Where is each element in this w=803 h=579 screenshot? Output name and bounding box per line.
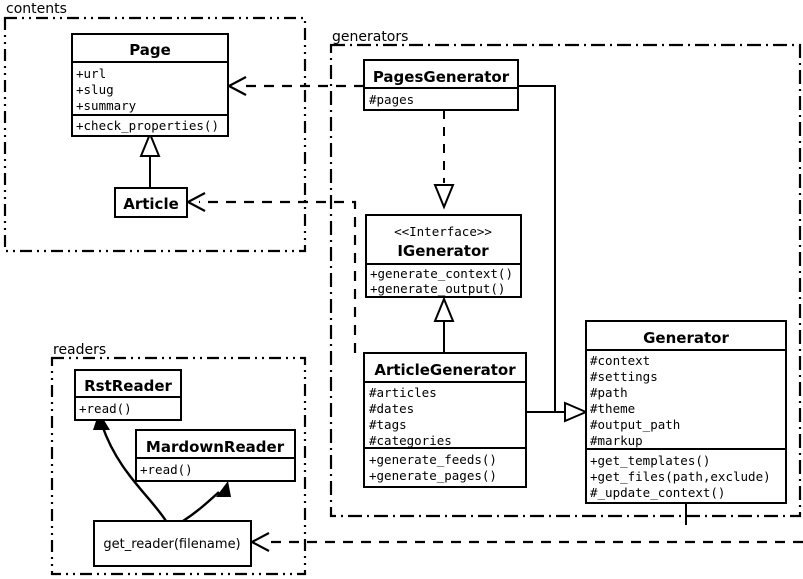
class-igenerator-name: IGenerator [397, 242, 489, 260]
class-pagesgenerator[interactable]: PagesGenerator #pages [363, 59, 519, 111]
class-article[interactable]: Article [114, 187, 188, 218]
function-get-reader-label: get_reader(filename) [103, 537, 240, 552]
class-page-attribute-summary: +summary [76, 98, 137, 113]
class-page[interactable]: Page +url +slug +summary +check_properti… [71, 33, 229, 137]
class-pagesgenerator-attribute-pages: #pages [369, 92, 414, 107]
class-igenerator-stereotype: <<Interface>> [394, 224, 492, 239]
package-generators-label: generators [332, 29, 408, 45]
package-readers: readers [50, 342, 307, 576]
class-generator-attribute-output-path: #output_path [590, 417, 680, 432]
class-articlegenerator-attribute-tags: #tags [369, 417, 407, 432]
class-generator-attribute-theme: #theme [590, 401, 635, 416]
class-articlegenerator-method-generate-pages: +generate_pages() [369, 468, 497, 483]
package-generators-border [329, 43, 802, 518]
class-page-attribute-slug: +slug [76, 82, 114, 97]
class-page-method-check-properties: +check_properties() [76, 118, 219, 133]
class-articlegenerator[interactable]: ArticleGenerator #articles #dates #tags … [363, 352, 527, 488]
class-generator-method-get-files: +get_files(path,exclude) [590, 469, 771, 484]
class-rstreader-name: RstReader [84, 377, 172, 395]
class-generator-attribute-markup: #markup [590, 433, 643, 448]
class-articlegenerator-attribute-dates: #dates [369, 401, 414, 416]
package-readers-label: readers [53, 342, 106, 358]
class-generator-method-update-context: #_update_context() [590, 485, 725, 500]
class-mardownreader[interactable]: MardownReader +read() [135, 429, 296, 482]
package-generators: generators [329, 29, 802, 518]
class-igenerator-method-generate-context: +generate_context() [370, 266, 513, 281]
class-mardownreader-method-read: +read() [140, 462, 193, 477]
class-page-name: Page [129, 41, 171, 59]
class-generator-name: Generator [643, 329, 729, 347]
relationship-pagesgenerator-to-page [226, 76, 364, 96]
class-articlegenerator-attribute-categories: #categories [369, 433, 452, 448]
relationship-getreader-to-mardownreader [182, 481, 231, 523]
class-rstreader-method-read: +read() [79, 401, 132, 416]
class-articlegenerator-attribute-articles: #articles [369, 385, 437, 400]
class-igenerator-method-generate-output: +generate_output() [370, 281, 505, 296]
relationship-generator-to-getreader [249, 503, 803, 552]
relationship-articlegenerator-to-igenerator [433, 296, 455, 353]
class-generator[interactable]: Generator #context #settings #path #them… [585, 320, 787, 504]
relationship-pagesgenerator-to-igenerator [433, 110, 455, 210]
class-igenerator[interactable]: <<Interface>> IGenerator +generate_conte… [365, 214, 522, 298]
class-generator-attribute-context: #context [590, 353, 650, 368]
class-mardownreader-name: MardownReader [146, 438, 285, 456]
class-page-attribute-url: +url [76, 66, 106, 81]
function-get-reader[interactable]: get_reader(filename) [93, 520, 252, 567]
class-articlegenerator-method-generate-feeds: +generate_feeds() [369, 452, 497, 467]
relationship-article-to-page [139, 131, 161, 188]
class-article-name: Article [123, 195, 179, 213]
package-contents-border [3, 16, 307, 253]
class-pagesgenerator-name: PagesGenerator [373, 68, 510, 86]
relationship-generators-to-generator [518, 85, 589, 423]
package-readers-border [50, 356, 307, 576]
package-contents: contents [3, 1, 307, 253]
class-articlegenerator-name: ArticleGenerator [374, 361, 516, 379]
class-rstreader[interactable]: RstReader +read() [74, 369, 182, 421]
class-generator-attribute-settings: #settings [590, 369, 658, 384]
class-generator-attribute-path: #path [590, 385, 628, 400]
class-generator-method-get-templates: +get_templates() [590, 453, 710, 468]
package-contents-label: contents [6, 1, 67, 17]
